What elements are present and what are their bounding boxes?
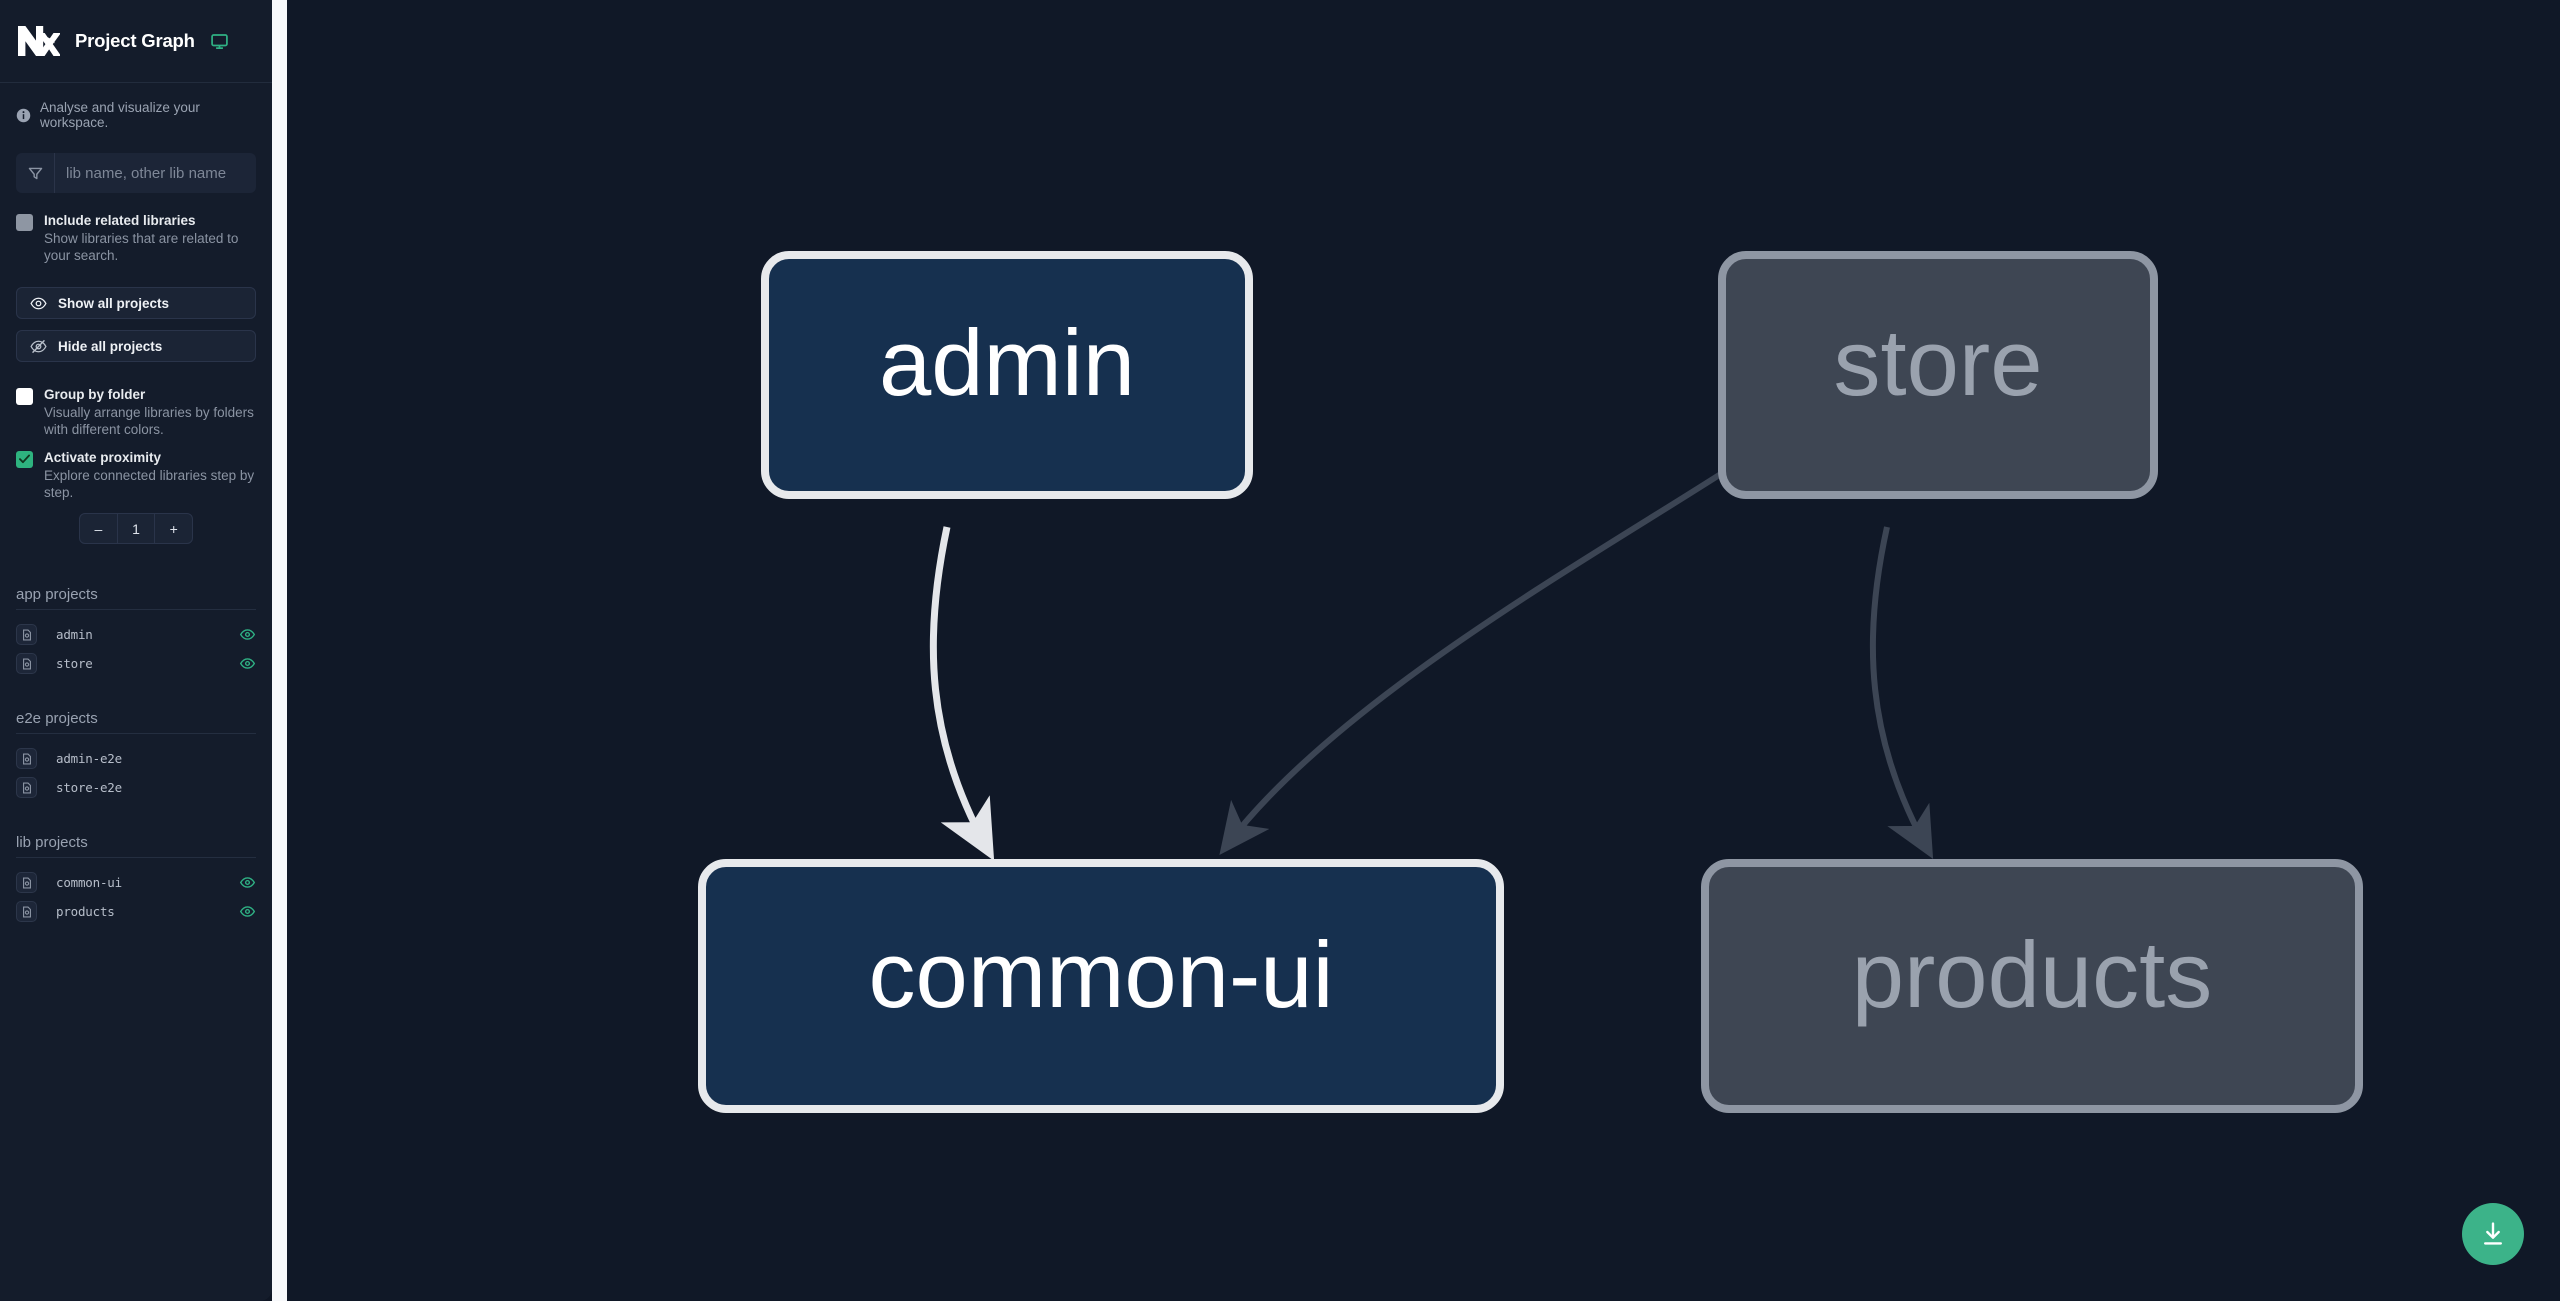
hide-all-projects-label: Hide all projects bbox=[58, 338, 163, 354]
show-all-projects-label: Show all projects bbox=[58, 295, 170, 311]
group-heading-lib-projects: lib projects bbox=[16, 834, 256, 858]
show-all-projects-button[interactable]: Show all projects bbox=[16, 287, 256, 319]
eye-icon bbox=[30, 297, 47, 309]
project-visibility-eye-icon[interactable] bbox=[239, 874, 256, 891]
document-icon bbox=[22, 753, 31, 764]
graph-edges bbox=[929, 467, 1934, 861]
document-icon bbox=[22, 629, 31, 640]
document-icon bbox=[22, 906, 31, 917]
document-icon bbox=[22, 877, 31, 888]
option-text: Include related libraries Show libraries… bbox=[44, 212, 256, 264]
node-label: products bbox=[1852, 922, 2213, 1027]
option-label: Group by folder bbox=[44, 387, 146, 402]
option-description: Show libraries that are related to your … bbox=[44, 231, 239, 263]
app-project-icon bbox=[16, 624, 37, 645]
node-shape bbox=[761, 251, 1253, 499]
project-name: store-e2e bbox=[56, 780, 122, 795]
project-visibility-eye-icon[interactable] bbox=[239, 655, 256, 672]
app-project-icon bbox=[16, 653, 37, 674]
monitor-icon[interactable] bbox=[210, 32, 229, 51]
proximity-decrement-button[interactable]: – bbox=[80, 514, 118, 543]
download-image-button[interactable] bbox=[2462, 1203, 2524, 1265]
node-shape bbox=[698, 859, 1504, 1113]
graph-node-store[interactable]: store bbox=[1718, 251, 2158, 499]
workspace-subtitle-text: Analyse and visualize your workspace. bbox=[40, 100, 200, 130]
graph-node-products[interactable]: products bbox=[1701, 859, 2363, 1113]
option-text: Group by folder Visually arrange librari… bbox=[44, 386, 256, 438]
edge-admin-to-common-ui[interactable] bbox=[929, 526, 995, 861]
project-visibility-eye-icon[interactable] bbox=[239, 903, 256, 920]
include-related-libraries-checkbox[interactable] bbox=[16, 214, 33, 231]
edge-store-to-products[interactable] bbox=[1869, 526, 1934, 860]
check-icon bbox=[19, 454, 30, 464]
proximity-value: 1 bbox=[118, 514, 156, 543]
node-label: common-ui bbox=[869, 922, 1334, 1027]
option-group-by-folder[interactable]: Group by folder Visually arrange librari… bbox=[16, 386, 256, 438]
info-icon bbox=[16, 108, 31, 122]
filter-icon-box[interactable] bbox=[16, 153, 55, 193]
project-row-common-ui[interactable]: common-ui bbox=[16, 868, 256, 897]
node-label: admin bbox=[879, 310, 1135, 415]
option-include-related-libraries[interactable]: Include related libraries Show libraries… bbox=[16, 212, 256, 264]
document-icon bbox=[22, 658, 31, 669]
graph-node-admin[interactable]: admin bbox=[761, 251, 1253, 499]
sidebar: Project Graph Analyse and visualize your… bbox=[0, 0, 272, 1301]
search-bar[interactable] bbox=[16, 153, 256, 193]
graph-canvas[interactable]: admin store common-ui products bbox=[287, 0, 2560, 1301]
eye-off-icon bbox=[30, 339, 47, 353]
download-icon bbox=[2483, 1221, 2502, 1245]
project-name: admin bbox=[56, 627, 93, 642]
search-input[interactable] bbox=[55, 153, 256, 193]
option-label: Include related libraries bbox=[44, 213, 196, 228]
project-row-store-e2e[interactable]: store-e2e bbox=[16, 773, 256, 802]
nx-logo bbox=[18, 26, 60, 56]
project-row-admin-e2e[interactable]: admin-e2e bbox=[16, 744, 256, 773]
hide-all-projects-button[interactable]: Hide all projects bbox=[16, 330, 256, 362]
proximity-stepper[interactable]: – 1 + bbox=[79, 513, 193, 544]
group-heading-e2e-projects: e2e projects bbox=[16, 710, 256, 734]
option-activate-proximity[interactable]: Activate proximity Explore connected lib… bbox=[16, 449, 256, 501]
graph-nodes: admin store common-ui products bbox=[698, 251, 2363, 1113]
workspace-subtitle: Analyse and visualize your workspace. bbox=[0, 83, 272, 130]
node-label: store bbox=[1834, 310, 2043, 415]
sidebar-header: Project Graph bbox=[0, 0, 272, 83]
option-text: Activate proximity Explore connected lib… bbox=[44, 449, 256, 501]
group-heading-app-projects: app projects bbox=[16, 586, 256, 610]
e2e-project-icon bbox=[16, 748, 37, 769]
proximity-increment-button[interactable]: + bbox=[169, 520, 178, 537]
activate-proximity-checkbox[interactable] bbox=[16, 451, 33, 468]
project-row-products[interactable]: products bbox=[16, 897, 256, 926]
graph-node-common-ui[interactable]: common-ui bbox=[698, 859, 1504, 1113]
project-name: products bbox=[56, 904, 115, 919]
lib-project-icon bbox=[16, 901, 37, 922]
node-shape bbox=[1718, 251, 2158, 499]
project-row-admin[interactable]: admin bbox=[16, 620, 256, 649]
project-graph-svg: admin store common-ui products bbox=[698, 251, 2363, 1113]
option-label: Activate proximity bbox=[44, 450, 162, 465]
project-name: store bbox=[56, 656, 93, 671]
page-title: Project Graph bbox=[75, 30, 195, 51]
document-icon bbox=[22, 782, 31, 793]
project-name: admin-e2e bbox=[56, 751, 122, 766]
option-description: Explore connected libraries step by step… bbox=[44, 468, 255, 500]
e2e-project-icon bbox=[16, 777, 37, 798]
edge-store-to-common-ui[interactable] bbox=[1219, 467, 1729, 856]
node-shape bbox=[1701, 859, 2363, 1113]
lib-project-icon bbox=[16, 872, 37, 893]
filter-icon bbox=[28, 167, 42, 179]
project-row-store[interactable]: store bbox=[16, 649, 256, 678]
group-by-folder-checkbox[interactable] bbox=[16, 388, 33, 405]
project-name: common-ui bbox=[56, 875, 122, 890]
option-description: Visually arrange libraries by folders wi… bbox=[44, 405, 254, 437]
sidebar-resize-handle[interactable] bbox=[272, 0, 287, 1301]
project-visibility-eye-icon[interactable] bbox=[239, 626, 256, 643]
